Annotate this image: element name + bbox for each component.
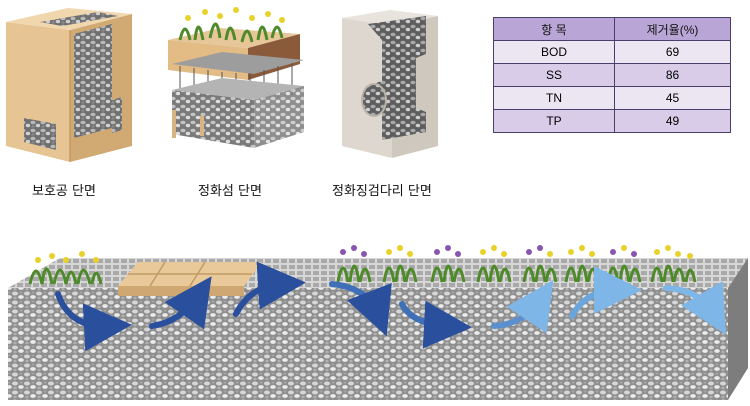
table-row: SS 86 bbox=[493, 63, 731, 87]
row-item: BOD bbox=[493, 40, 615, 64]
table-row: TP 49 bbox=[493, 109, 731, 133]
protection-section-illustration bbox=[6, 8, 132, 162]
purification-bridge-illustration bbox=[342, 10, 438, 158]
row-item: TP bbox=[493, 109, 615, 133]
protection-gravel-column bbox=[74, 24, 112, 138]
header-removal-rate: 제거율(%) bbox=[614, 17, 731, 41]
table-row: TN 45 bbox=[493, 86, 731, 110]
row-rate: 49 bbox=[614, 109, 731, 133]
row-item: TN bbox=[493, 86, 615, 110]
purification-island-illustration bbox=[168, 7, 304, 148]
row-rate: 45 bbox=[614, 86, 731, 110]
channel-plants bbox=[28, 245, 697, 285]
concrete-slabs bbox=[118, 261, 262, 296]
flow-channel-illustration bbox=[8, 245, 748, 400]
table-row: BOD 69 bbox=[493, 40, 731, 64]
channel-gravel-body bbox=[8, 288, 728, 400]
caption-purification-bridge: 정화징검다리 단면 bbox=[332, 184, 432, 199]
flow-arrows bbox=[55, 261, 727, 352]
row-rate: 86 bbox=[614, 63, 731, 87]
row-item: SS bbox=[493, 63, 615, 87]
removal-rate-table: 항 목 제거율(%) BOD 69 SS 86 TN 45 TP 49 bbox=[493, 17, 731, 133]
caption-protection: 보호공 단면 bbox=[32, 184, 96, 199]
island-plants bbox=[178, 7, 285, 43]
caption-purification-island: 정화섬 단면 bbox=[198, 184, 262, 199]
table-header-row: 항 목 제거율(%) bbox=[493, 17, 731, 41]
row-rate: 69 bbox=[614, 40, 731, 64]
header-item: 항 목 bbox=[493, 17, 615, 41]
